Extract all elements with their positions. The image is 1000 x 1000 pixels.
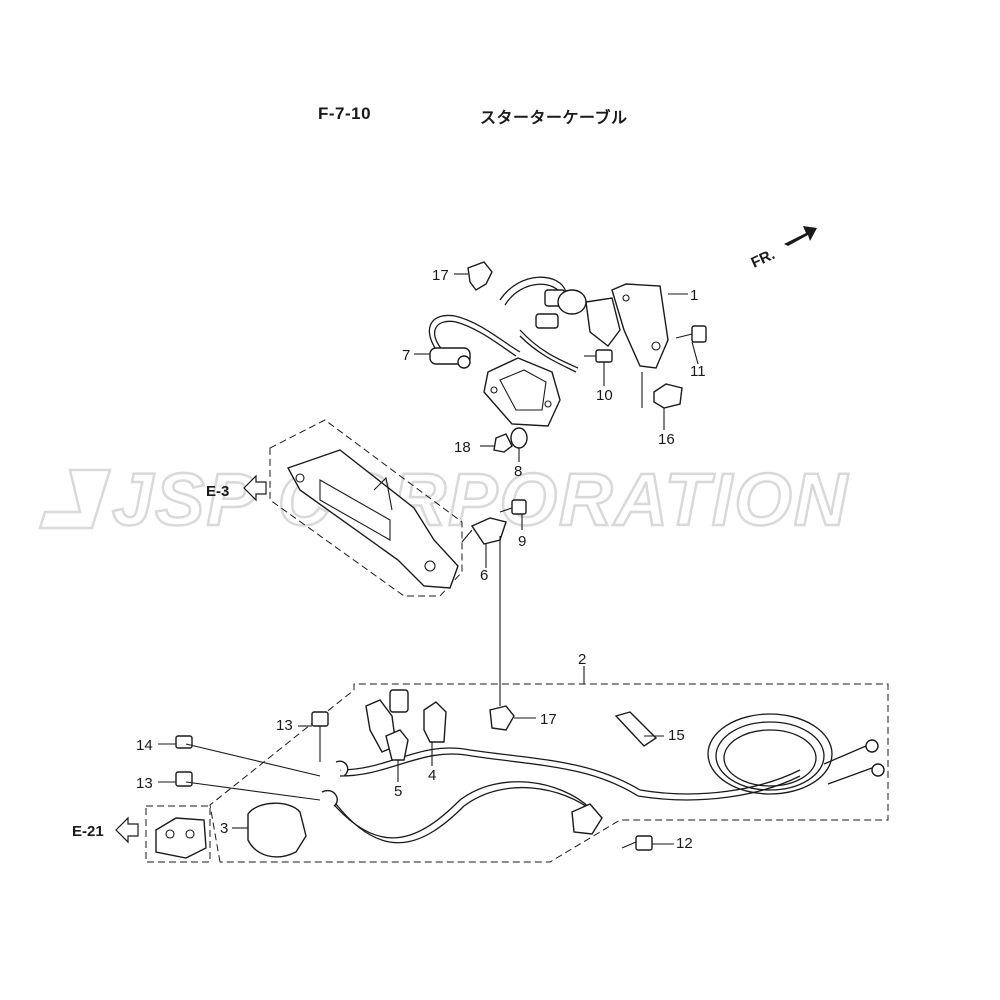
part-17-clip-upper: [467, 261, 493, 291]
part-5-cap: [385, 729, 409, 761]
callout-1: 1: [690, 287, 698, 304]
callout-15: 15: [668, 727, 685, 744]
fr-label: FR.: [749, 246, 778, 272]
figure-code: F-7-10: [318, 104, 372, 123]
part-13-nut-upper: [311, 711, 329, 727]
callout-14: 14: [136, 737, 153, 754]
part-9-bolt: [511, 499, 527, 515]
callouts: 1 2 3 4 5 6 7 8 9 10 11 12 13 13 14 15 1…: [136, 267, 706, 852]
part-12-bolt: [635, 835, 653, 851]
engine-bracket-group: [269, 419, 527, 597]
part-16-clamp: [653, 383, 683, 409]
callout-7: 7: [402, 347, 410, 364]
part-4-cover: [423, 701, 447, 743]
callout-16: 16: [658, 431, 675, 448]
terminal-eye-lower: [321, 789, 338, 807]
callout-5: 5: [394, 783, 402, 800]
callout-10: 10: [596, 387, 613, 404]
part-3-terminal-cover: [247, 802, 307, 858]
part-17-clip-lower: [489, 705, 515, 731]
starter-solenoid: [155, 817, 207, 859]
watermark-logo: [38, 468, 112, 530]
callout-17-lower: 17: [540, 711, 557, 728]
harness-assembly: [428, 261, 707, 453]
part-6-plate: [470, 517, 507, 545]
callout-2: 2: [578, 651, 586, 668]
callout-6: 6: [480, 567, 488, 584]
fr-arrow-icon: [784, 226, 817, 246]
part-10-bolt: [595, 349, 613, 363]
part-15-cable-tie: [614, 711, 658, 747]
part-18-grommet: [493, 433, 513, 453]
engine-bracket: [286, 449, 459, 589]
part-1-bracket: [611, 283, 669, 369]
callout-11: 11: [690, 363, 706, 380]
direction-indicator: FR.: [749, 226, 817, 272]
callout-4: 4: [428, 767, 436, 784]
connector-small: [535, 313, 559, 329]
reference-e21[interactable]: E-21: [72, 816, 139, 844]
starter-terminal-group: [145, 711, 329, 863]
callout-3: 3: [220, 820, 228, 837]
part-13-nut-lower: [175, 771, 193, 787]
ref-e21-label[interactable]: E-21: [72, 823, 104, 840]
terminal-bracket: [389, 689, 409, 713]
bracket-plate: [483, 357, 561, 427]
ref-e3-label[interactable]: E-3: [206, 483, 229, 500]
figure-title: スターターケーブル: [480, 108, 628, 127]
callout-13-lower: 13: [136, 775, 153, 792]
part-8-bushing: [510, 427, 528, 449]
cable-terminal-upper: [865, 739, 879, 753]
cable-assembly: [209, 683, 889, 863]
callout-17-upper: 17: [432, 267, 449, 284]
cable-clamp: [571, 803, 603, 835]
cable-terminal-lower: [871, 763, 885, 777]
part-11-bolt: [691, 325, 707, 343]
part-14-washer: [175, 735, 193, 749]
watermark: JSP CORPORATION: [38, 457, 848, 542]
callout-9: 9: [518, 533, 526, 550]
arrow-left-icon: [243, 474, 267, 502]
reference-e3[interactable]: E-3: [206, 474, 267, 502]
arrow-left-icon: [115, 816, 139, 844]
callout-13-upper: 13: [276, 717, 293, 734]
terminal-eye-upper: [335, 760, 349, 777]
callout-12: 12: [676, 835, 693, 852]
leader-lines: [158, 273, 699, 845]
connector-socket: [557, 289, 587, 315]
bracket-left: [585, 297, 621, 347]
callout-8: 8: [514, 463, 522, 480]
callout-18: 18: [454, 439, 471, 456]
